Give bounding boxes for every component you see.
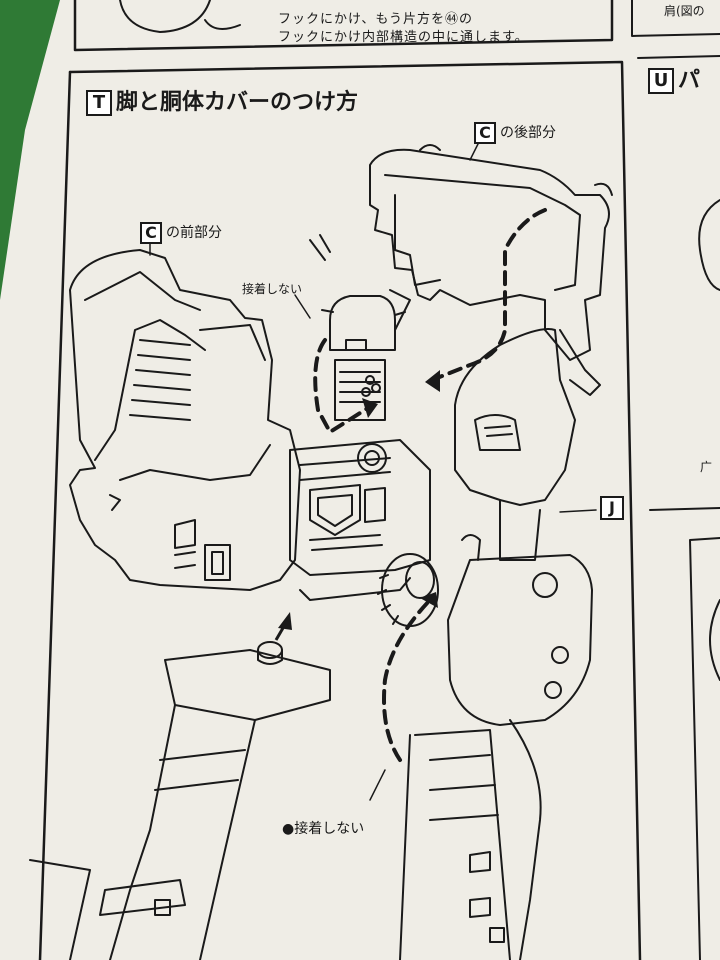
top-right-panel-frame xyxy=(631,0,720,37)
top-instruction-line1: フックにかけ、もう片方を㊹の xyxy=(278,12,473,27)
label-no-glue-bottom: ●接着しない xyxy=(282,821,365,837)
right-edge-fragment: 广 xyxy=(700,460,713,474)
top-panel-frame xyxy=(73,0,614,52)
c-front-box: C xyxy=(140,222,162,244)
hip-center xyxy=(289,439,431,601)
j-box: J xyxy=(600,496,624,520)
c-back-box: C xyxy=(474,122,496,144)
arrow-head-up xyxy=(278,612,292,630)
section-v-frame xyxy=(689,537,720,960)
label-j-part: J xyxy=(600,496,628,520)
dashed-path-back xyxy=(430,208,547,382)
c-back-text: の後部分 xyxy=(500,125,556,141)
dashed-path-head xyxy=(313,338,370,435)
label-no-glue-head: 接着しない xyxy=(242,282,303,296)
top-instruction-line2: フックにかけ内部構造の中に通します。 xyxy=(278,30,529,45)
gear-wheel xyxy=(377,553,439,627)
dashed-path-gear xyxy=(382,598,432,762)
left-lower-leg xyxy=(29,641,331,960)
c-back-part xyxy=(369,144,613,396)
top-right-fragment: 肩(図の xyxy=(664,4,705,18)
section-u-title-text: パ xyxy=(678,68,701,93)
c-front-part xyxy=(69,249,301,591)
section-t-box: T xyxy=(86,90,112,116)
section-u-frame xyxy=(637,55,720,511)
arrow-head-gear xyxy=(420,592,438,608)
arrow-head-back xyxy=(425,370,440,392)
arrow-head-head xyxy=(362,398,378,418)
antenna-head xyxy=(309,234,411,421)
c-front-text: の前部分 xyxy=(166,225,222,241)
section-t-title-text: 脚と胴体カバーのつけ方 xyxy=(116,90,359,115)
section-u-box: U xyxy=(648,68,674,94)
section-t-frame xyxy=(68,60,642,960)
j-leg xyxy=(399,328,593,960)
